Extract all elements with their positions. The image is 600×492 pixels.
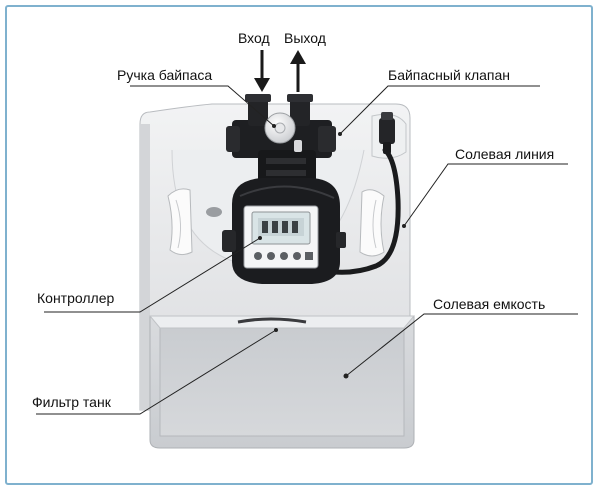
controller-button-3	[280, 252, 288, 260]
controller-button-4	[293, 252, 301, 260]
leader-brine-line	[403, 163, 568, 227]
leader-filter-tank	[36, 329, 277, 415]
leader-bypass-valve	[339, 85, 540, 135]
label-controller: Контроллер	[37, 290, 115, 306]
brine-line-hose	[317, 147, 401, 275]
outlet-arrow	[290, 50, 306, 92]
cabinet-left-edge	[140, 124, 150, 410]
inlet-arrow	[254, 50, 270, 92]
controller-unit	[243, 205, 319, 269]
leader-brine-tank	[345, 313, 578, 377]
label-outlet: Выход	[284, 30, 326, 46]
controller-button-2	[267, 252, 275, 260]
label-filter-tank: Фильтр танк	[32, 394, 111, 410]
leader-lines	[36, 85, 578, 415]
label-bypass-valve: Байпасный клапан	[388, 67, 511, 83]
bypass-knob	[264, 112, 302, 152]
label-bypass-handle: Ручка байпаса	[117, 67, 213, 83]
brine-line-fitting	[379, 118, 395, 144]
right-lid-handle	[359, 189, 385, 257]
controller-button-1	[254, 252, 262, 260]
label-inlet: Вход	[238, 30, 270, 46]
label-brine-tank: Солевая емкость	[433, 296, 546, 312]
leader-controller	[44, 237, 261, 313]
leader-bypass-handle	[130, 85, 275, 127]
label-brine-line: Солевая линия	[455, 146, 555, 162]
